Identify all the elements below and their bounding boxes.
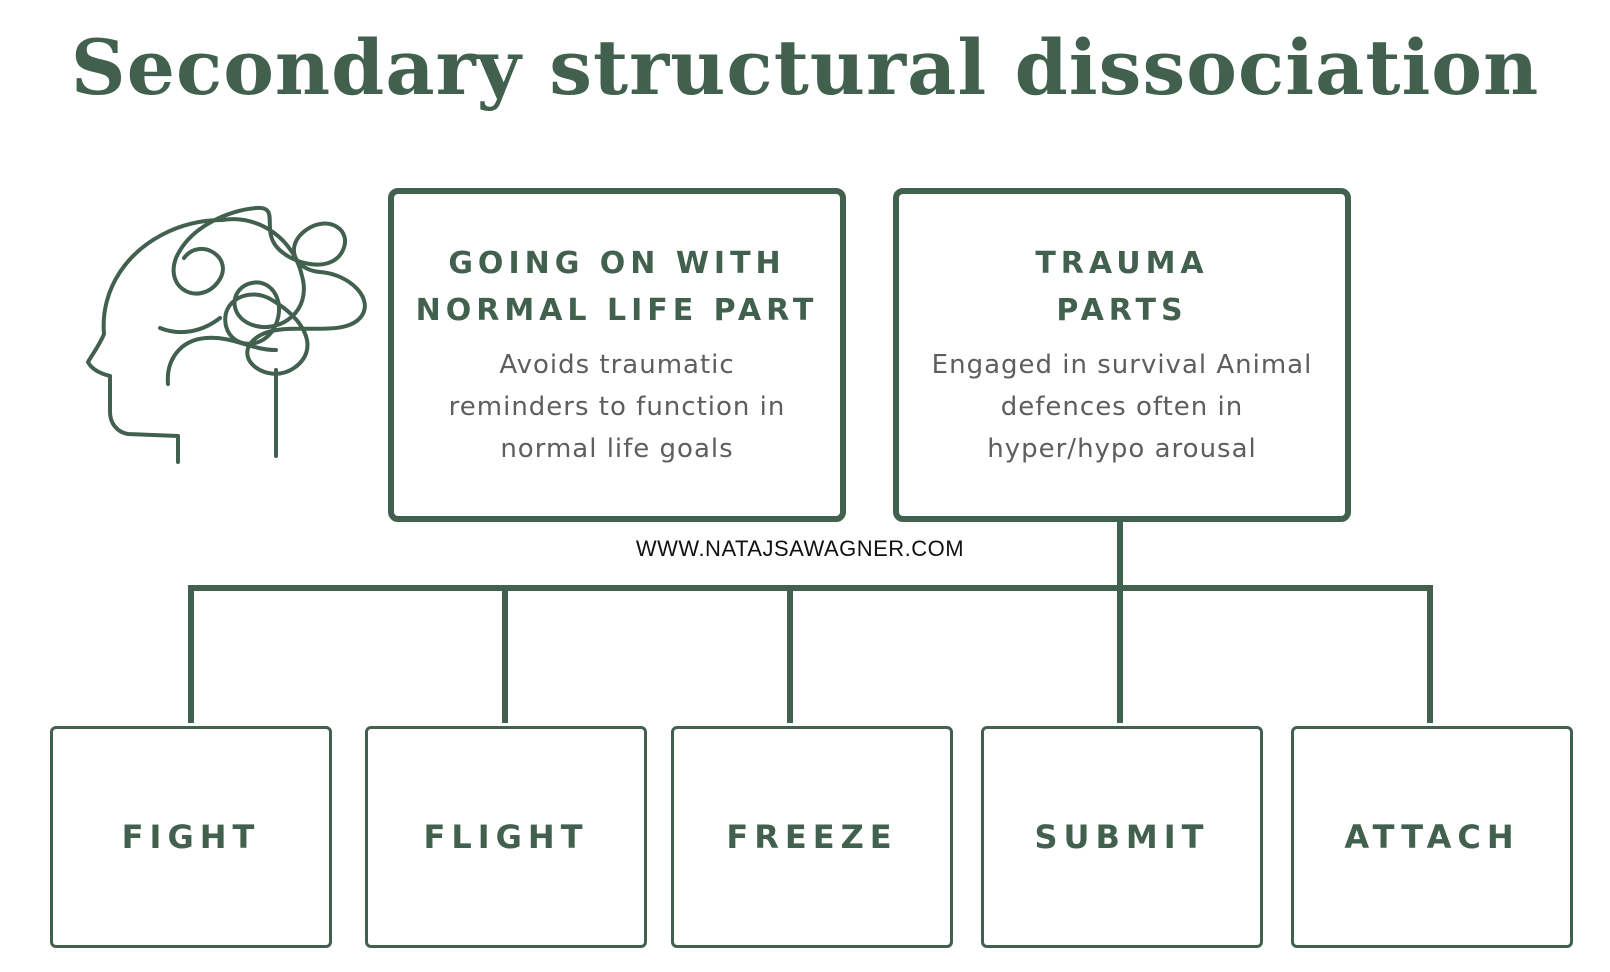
website-url: WWW.NATAJSAWAGNER.COM	[635, 536, 965, 561]
fight-box: FIGHT	[50, 726, 332, 948]
trauma-parts-description: Engaged in survival Animal defences ofte…	[931, 350, 1313, 464]
attach-label: ATTACH	[1344, 817, 1520, 856]
page-title: Secondary structural dissociation	[70, 23, 1540, 112]
attach-box: ATTACH	[1291, 726, 1573, 948]
normal-life-part-box: GOING ON WITH NORMAL LIFE PART Avoids tr…	[388, 188, 846, 522]
flight-label: FLIGHT	[423, 817, 589, 856]
normal-life-part-heading: GOING ON WITH NORMAL LIFE PART	[415, 246, 819, 328]
submit-box: SUBMIT	[981, 726, 1263, 948]
trauma-parts-box: TRAUMA PARTS Engaged in survival Animal …	[893, 188, 1351, 522]
freeze-box: FREEZE	[671, 726, 953, 948]
tangled-thoughts-head-icon	[86, 205, 367, 464]
fight-label: FIGHT	[121, 817, 261, 856]
submit-label: SUBMIT	[1034, 817, 1210, 856]
normal-life-part-description: Avoids traumatic reminders to function i…	[448, 350, 786, 464]
flight-box: FLIGHT	[365, 726, 647, 948]
freeze-label: FREEZE	[726, 817, 898, 856]
trauma-parts-heading: TRAUMA PARTS	[1035, 246, 1209, 328]
